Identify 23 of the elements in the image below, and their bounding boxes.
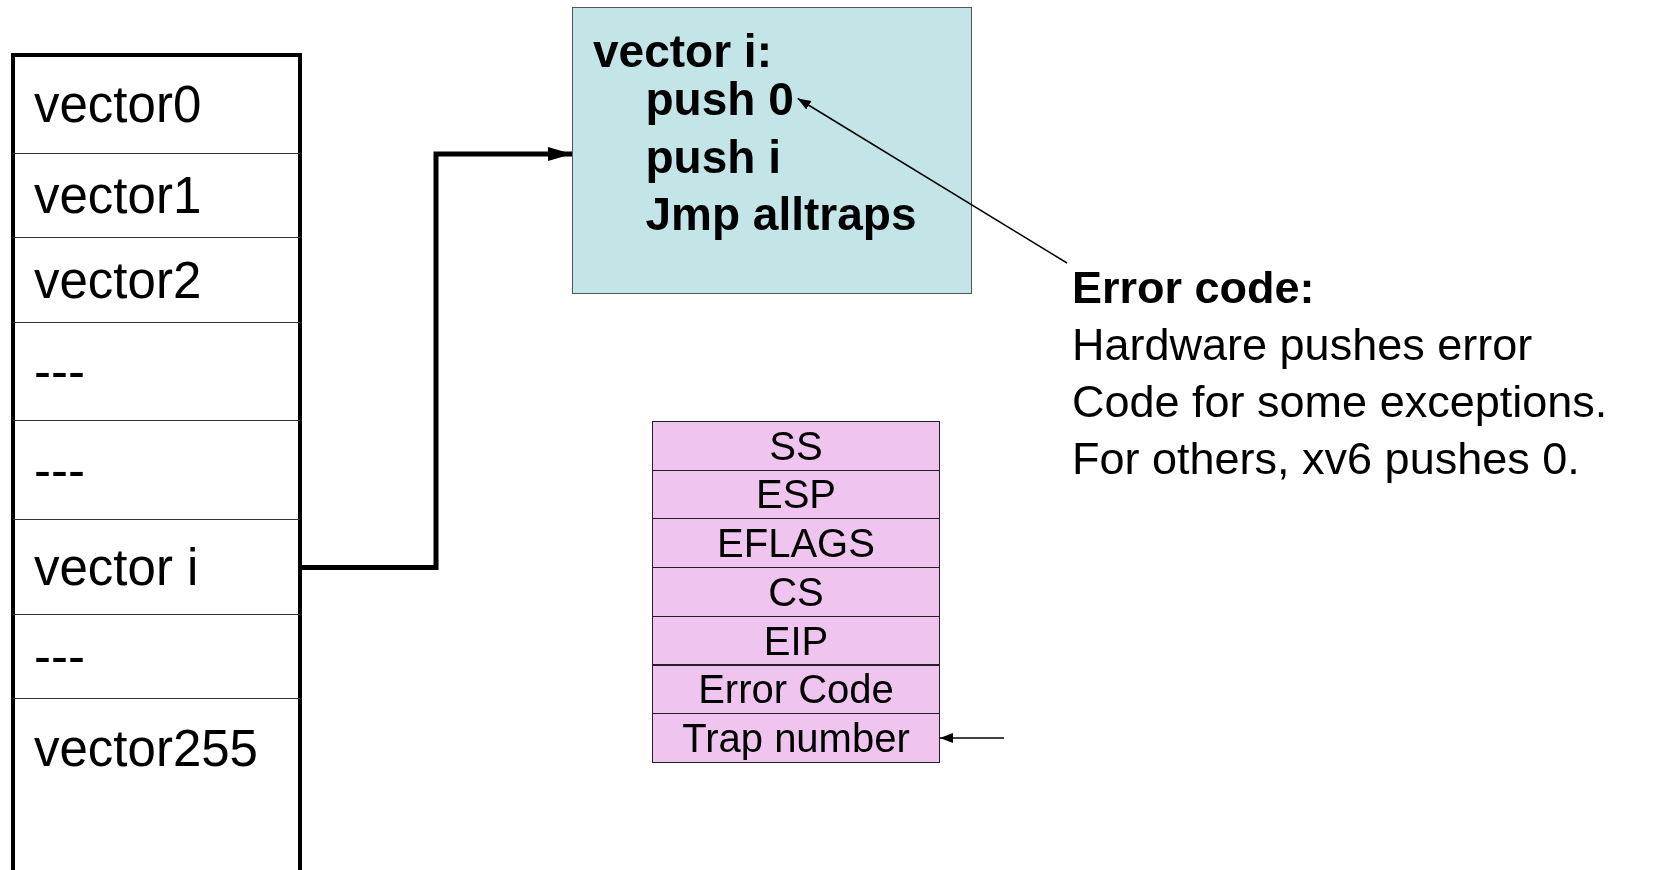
- arrow: [939, 732, 1005, 743]
- arrow: [300, 147, 572, 570]
- stack-cell: ESP: [652, 469, 940, 520]
- table-cell: vector0: [13, 55, 300, 154]
- stack-cell: Error Code: [652, 664, 940, 714]
- note-heading: Error code:: [1072, 261, 1315, 315]
- stack-cell: Trap number: [652, 713, 940, 763]
- table-cell: ---: [13, 421, 300, 520]
- stack-cell: EFLAGS: [652, 518, 940, 568]
- table-cell: vector1: [13, 154, 300, 238]
- leader-line: [797, 97, 1068, 264]
- stack-cell: CS: [652, 567, 940, 617]
- table-cell: vector i: [13, 520, 300, 615]
- stack-cell: SS: [652, 421, 940, 471]
- note-text: Hardware pushes error Code for some exceptions. For others, xv6 pushes 0.: [1072, 318, 1609, 486]
- table-cell: vector255: [13, 699, 300, 870]
- code-line: Jmp alltraps: [645, 184, 917, 243]
- code-box: [572, 7, 972, 294]
- table-cell: vector2: [13, 238, 300, 323]
- code-line: push i: [645, 127, 781, 186]
- table-cell: ---: [13, 323, 300, 421]
- table-cell: ---: [13, 615, 300, 699]
- stack-cell: EIP: [652, 615, 940, 666]
